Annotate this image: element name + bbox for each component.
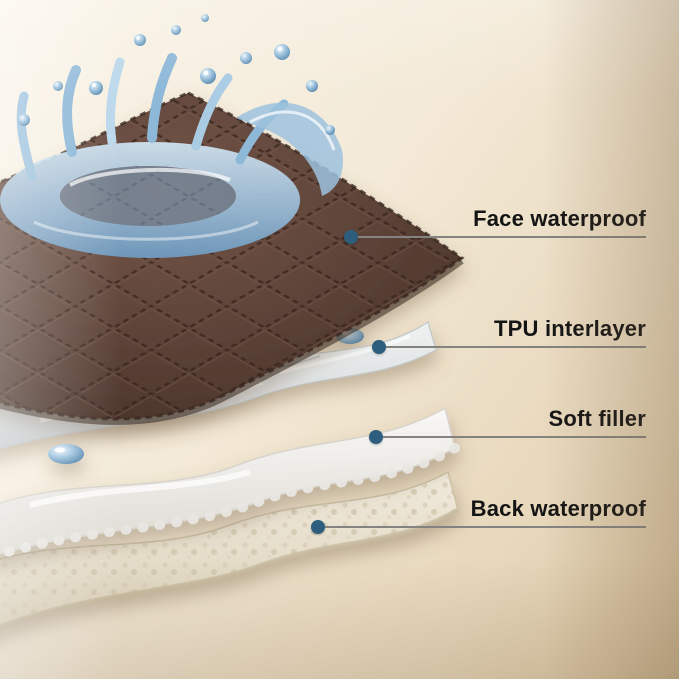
callout-label: TPU interlayer bbox=[494, 316, 646, 341]
back-waterproof-layer bbox=[0, 470, 460, 630]
soft-filler-layer bbox=[0, 406, 460, 560]
callout-label: Back waterproof bbox=[470, 496, 646, 521]
callout-line bbox=[386, 346, 646, 348]
water-splash bbox=[0, 14, 344, 258]
callout-label: Face waterproof bbox=[473, 206, 646, 231]
callout-label: Soft filler bbox=[548, 406, 646, 431]
callout-dot bbox=[344, 230, 358, 244]
callout-line bbox=[325, 526, 646, 528]
callout-line bbox=[358, 236, 646, 238]
callout-dot bbox=[369, 430, 383, 444]
callout-dot bbox=[311, 520, 325, 534]
callout-line bbox=[383, 436, 646, 438]
callout-dot bbox=[372, 340, 386, 354]
